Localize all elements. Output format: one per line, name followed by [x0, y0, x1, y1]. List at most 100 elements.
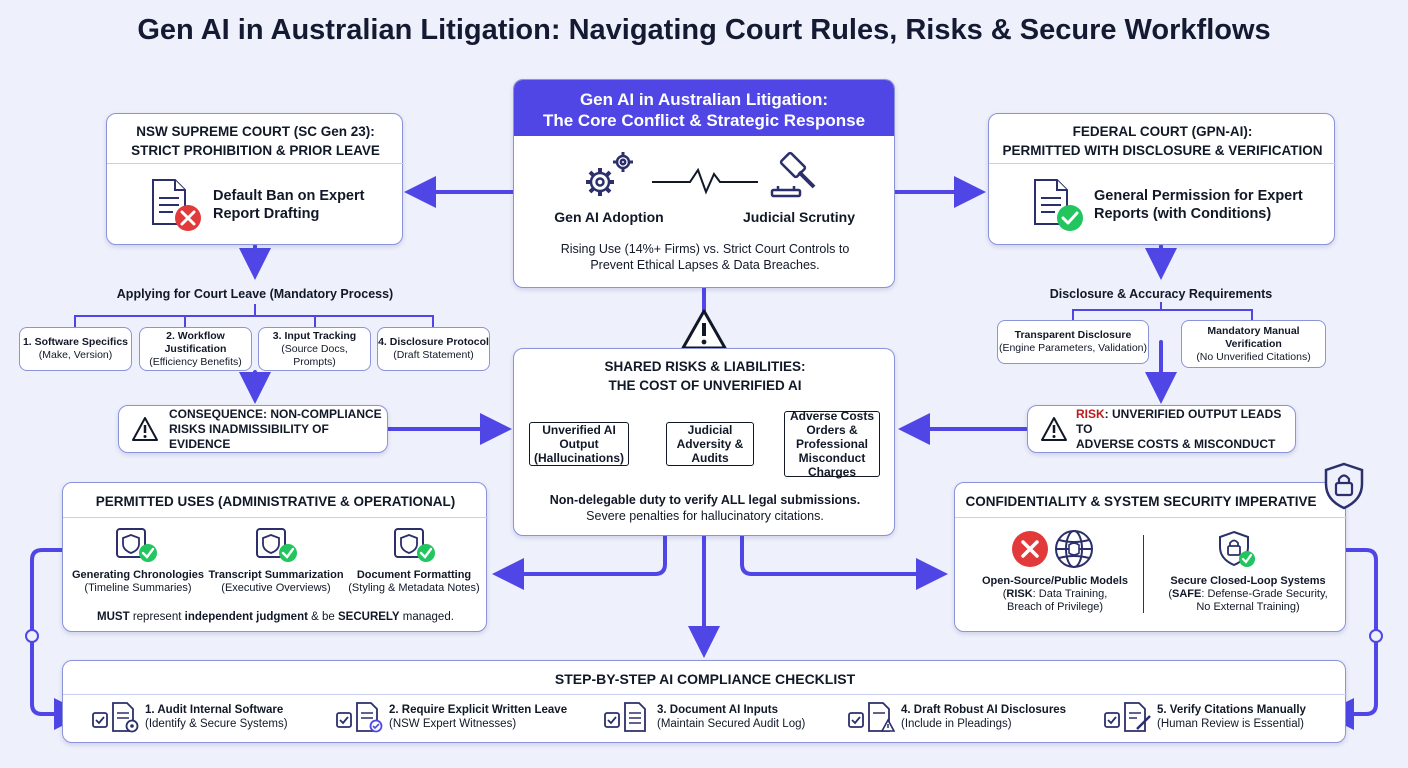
checkbox-icon: [1103, 707, 1133, 737]
public-models-sub1: : Data Training,: [1032, 588, 1108, 600]
secure-systems-sub1: : Defense-Grade Security,: [1201, 588, 1328, 600]
loop-node-left: [25, 629, 39, 643]
checkbox-icon: [847, 707, 877, 737]
permitted-divider: [63, 517, 488, 518]
public-models-risk: RISK: [1006, 588, 1033, 600]
document-pen-icon: [1123, 701, 1153, 735]
warning-icon: [131, 416, 159, 442]
nsw-body-line1: Default Ban on Expert: [213, 188, 365, 204]
checklist-step-sub: (Include in Pleadings): [901, 718, 1012, 730]
duty-text-c: legal submissions.: [744, 493, 861, 507]
public-models-title: Open-Source/Public Models: [981, 575, 1129, 587]
disclosure-heading: Disclosure & Accuracy Requirements: [1049, 287, 1273, 301]
footer-mid2: & be: [307, 611, 338, 623]
disclosure-tree-bracket: [1072, 309, 1253, 320]
permitted-use-transcripts: Transcript Summarization (Executive Over…: [206, 569, 346, 595]
leave-step-title: 1. Software Specifics: [22, 336, 129, 348]
zigzag-icon: [650, 160, 760, 200]
secure-shield-lock-icon: [1217, 529, 1257, 569]
core-header-line1: Gen AI in Australian Litigation:: [579, 90, 829, 109]
secure-systems-safe: SAFE: [1171, 588, 1202, 600]
secure-document-check-icon: [253, 527, 299, 563]
leave-step-software-specifics: 1. Software Specifics (Make, Version): [19, 327, 132, 371]
checklist-step-text: 1. Audit Internal Software (Identify & S…: [145, 703, 315, 731]
security-title: CONFIDENTIALITY & SYSTEM SECURITY IMPERA…: [965, 494, 1317, 509]
shared-title-line2: THE COST OF UNVERIFIED AI: [608, 378, 802, 393]
duty-text-a: Non-delegable duty to verify: [549, 493, 721, 507]
checklist-step-text: 3. Document AI Inputs (Maintain Secured …: [657, 703, 827, 731]
core-desc-line2: Prevent Ethical Lapses & Data Breaches.: [590, 258, 820, 272]
checklist-step-text: 5. Verify Citations Manually (Human Revi…: [1157, 703, 1337, 731]
secure-systems-sub2: No External Training): [1196, 601, 1300, 613]
risk-text: RISK: UNVERIFIED OUTPUT LEADS TO ADVERSE…: [1076, 407, 1295, 452]
leave-step-title: 2. Workflow Justification: [164, 329, 227, 355]
risk-prefix: RISK: [1076, 406, 1105, 421]
core-description: Rising Use (14%+ Firms) vs. Strict Court…: [522, 241, 888, 273]
permitted-use-sub: (Timeline Summaries): [84, 582, 192, 594]
judicial-scrutiny-label: Judicial Scrutiny: [742, 209, 856, 225]
checklist-step-sub: (Human Review is Essential): [1157, 718, 1304, 730]
disclosure-item-sub: (No Unverified Citations): [1196, 350, 1311, 363]
warning-icon: [1040, 416, 1068, 442]
risk-card: RISK: UNVERIFIED OUTPUT LEADS TO ADVERSE…: [1027, 405, 1296, 453]
leave-step-workflow-justification: 2. Workflow Justification (Efficiency Be…: [139, 327, 252, 371]
disclosure-item-sub: (Engine Parameters, Validation): [998, 342, 1148, 354]
checkbox-icon: [335, 707, 365, 737]
loop-node-right: [1369, 629, 1383, 643]
core-conflict-card: Gen AI in Australian Litigation: The Cor…: [513, 79, 895, 288]
nsw-body: Default Ban on Expert Report Drafting: [213, 187, 364, 223]
nsw-title: NSW SUPREME COURT (SC Gen 23): STRICT PR…: [107, 122, 404, 160]
page-title: Gen AI in Australian Litigation: Navigat…: [137, 14, 1271, 46]
public-models-column: Open-Source/Public Models (RISK: Data Tr…: [975, 575, 1135, 614]
secure-document-check-icon: [113, 527, 159, 563]
secure-systems-title: Secure Closed-Loop Systems: [1170, 575, 1326, 587]
permitted-uses-card: PERMITTED USES (ADMINISTRATIVE & OPERATI…: [62, 482, 488, 632]
risk-line1: : UNVERIFIED OUTPUT LEADS TO: [1076, 406, 1282, 436]
checkbox-icon: [91, 707, 121, 737]
public-model-risk-icon: [1011, 529, 1095, 569]
duty-text-line2: Severe penalties for hallucinatory citat…: [586, 509, 824, 523]
federal-body: General Permission for Expert Reports (w…: [1094, 187, 1303, 223]
checklist-divider: [63, 694, 1347, 695]
checklist-step-title: 1. Audit Internal Software: [145, 704, 284, 716]
footer-judgment: independent judgment: [184, 611, 308, 623]
document-gear-icon: [111, 701, 141, 735]
nsw-title-line2: STRICT PROHIBITION & PRIOR LEAVE: [131, 143, 380, 158]
security-lock-badge-icon: [1322, 462, 1366, 510]
consequence-text: CONSEQUENCE: NON-COMPLIANCE RISKS INADMI…: [169, 407, 387, 452]
permitted-use-title: Generating Chronologies: [71, 569, 204, 581]
checklist-step-title: 2. Require Explicit Written Leave: [389, 704, 568, 716]
compliance-checklist-card: STEP-BY-STEP AI COMPLIANCE CHECKLIST 1. …: [62, 660, 1347, 743]
consequence-card: CONSEQUENCE: NON-COMPLIANCE RISKS INADMI…: [118, 405, 388, 453]
checkbox-icon: [603, 707, 633, 737]
core-desc-line1: Rising Use (14%+ Firms) vs. Strict Court…: [560, 242, 850, 256]
checklist-step-sub: (NSW Expert Witnesses): [389, 718, 517, 730]
footer-mid1: represent: [129, 611, 185, 623]
consequence-line1: CONSEQUENCE: NON-COMPLIANCE: [169, 406, 382, 421]
document-approval-icon: [355, 701, 385, 735]
federal-body-line1: General Permission for Expert: [1094, 188, 1303, 204]
shared-risk-warning-icon: [680, 308, 728, 352]
security-card: CONFIDENTIALITY & SYSTEM SECURITY IMPERA…: [954, 482, 1347, 632]
permitted-use-title: Document Formatting: [356, 569, 472, 581]
chain-judicial-adversity: Judicial Adversity & Audits: [666, 422, 754, 466]
federal-title-line1: FEDERAL COURT (GPN-AI):: [1072, 124, 1253, 139]
federal-court-card: FEDERAL COURT (GPN-AI): PERMITTED WITH D…: [988, 113, 1336, 245]
leave-step-title: 4. Disclosure Protocol: [378, 336, 489, 348]
shared-title: SHARED RISKS & LIABILITIES: THE COST OF …: [514, 357, 896, 395]
federal-title-line2: PERMITTED WITH DISCLOSURE & VERIFICATION: [1002, 143, 1323, 158]
document-warning-icon: [867, 701, 897, 735]
shared-title-line1: SHARED RISKS & LIABILITIES:: [604, 359, 806, 374]
gen-ai-adoption-label: Gen AI Adoption: [554, 209, 664, 225]
nsw-supreme-court-card: NSW SUPREME COURT (SC Gen 23): STRICT PR…: [106, 113, 404, 245]
checklist-step-text: 4. Draft Robust AI Disclosures (Include …: [901, 703, 1081, 731]
leave-step-sub: (Draft Statement): [393, 349, 474, 361]
secure-document-check-icon: [391, 527, 437, 563]
checklist-step-title: 4. Draft Robust AI Disclosures: [901, 704, 1067, 716]
nsw-body-line2: Report Drafting: [213, 206, 320, 222]
checklist-title: STEP-BY-STEP AI COMPLIANCE CHECKLIST: [554, 671, 856, 687]
manual-verification-pill: Mandatory Manual Verification (No Unveri…: [1181, 320, 1326, 368]
security-divider: [955, 517, 1347, 518]
federal-title: FEDERAL COURT (GPN-AI): PERMITTED WITH D…: [989, 122, 1336, 160]
footer-end: managed.: [399, 611, 454, 623]
